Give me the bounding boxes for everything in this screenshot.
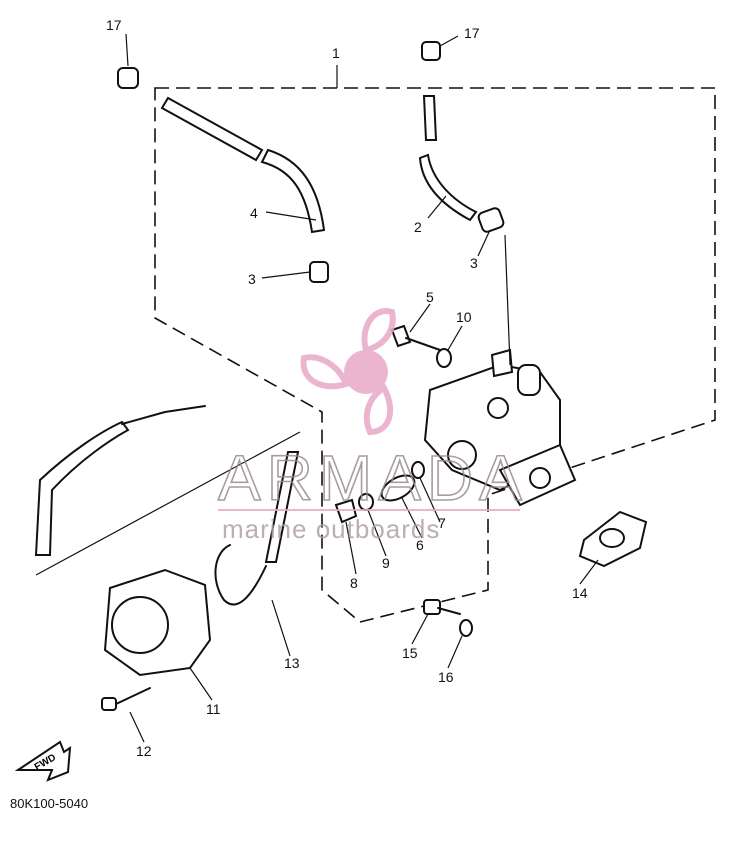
clamp-3-right (477, 207, 505, 233)
watermark-tagline: marine outboards (222, 514, 440, 544)
clamp-3-left (309, 261, 329, 283)
washer-7 (411, 461, 425, 479)
callout-1: 1 (332, 45, 340, 61)
propeller-logo-icon (300, 308, 396, 436)
washer-10 (436, 348, 452, 368)
drawing-code: 80K100-5040 (10, 796, 88, 811)
watermark-brand: ARMADA (218, 442, 528, 514)
callout-7: 7 (438, 515, 446, 531)
callout-5: 5 (426, 289, 434, 305)
bolt-5 (390, 324, 441, 351)
hose-2 (418, 95, 478, 222)
callout-labels: 17 17 1 4 3 2 3 5 10 6 7 8 9 11 12 13 14… (106, 17, 588, 759)
callout-2: 2 (414, 219, 422, 235)
callout-13: 13 (284, 655, 300, 671)
callout-3-left: 3 (248, 271, 256, 287)
callout-16: 16 (438, 669, 454, 685)
sensor-13 (214, 451, 300, 606)
forward-arrow-icon: FWD (14, 740, 72, 782)
callout-4: 4 (250, 205, 258, 221)
diaphragm-6 (380, 474, 416, 502)
callout-3-right: 3 (470, 255, 478, 271)
callout-6: 6 (416, 537, 424, 553)
cap-17-left (117, 67, 139, 89)
callout-14: 14 (572, 585, 588, 601)
callout-17-right: 17 (464, 25, 480, 41)
screw-12 (101, 687, 151, 711)
callout-9: 9 (382, 555, 390, 571)
callout-15: 15 (402, 645, 418, 661)
gasket-14 (578, 510, 648, 568)
bolt-15 (423, 599, 461, 615)
fuel-pump-body (423, 234, 577, 507)
callout-10: 10 (456, 309, 472, 325)
leader-lines (125, 33, 599, 743)
hose-4 (160, 96, 326, 234)
callout-12: 12 (136, 743, 152, 759)
watermark: ARMADA marine outboards (217, 308, 528, 544)
hose-left-cable (34, 405, 301, 576)
callout-11: 11 (206, 701, 221, 717)
cap-17-right (421, 41, 441, 61)
washer-16 (459, 619, 473, 637)
callout-17-left: 17 (106, 17, 122, 33)
callout-8: 8 (350, 575, 358, 591)
cover-11 (103, 568, 212, 677)
